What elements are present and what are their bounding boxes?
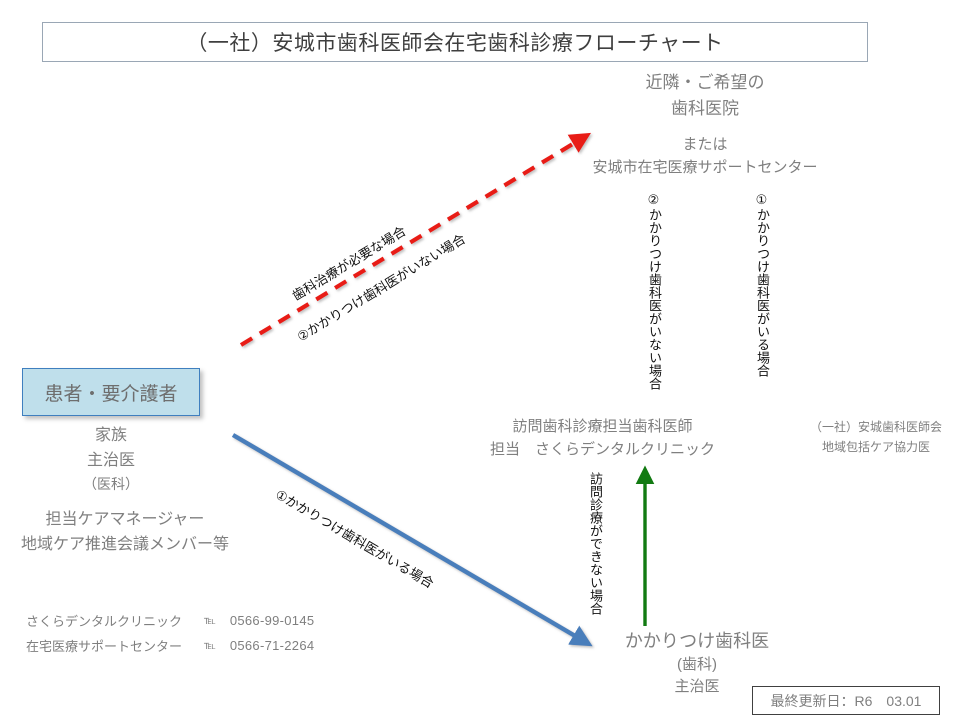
support-center-name: 安城市在宅医療サポートセンター: [592, 159, 818, 177]
node-dental-association: （一社）安城歯科医師会 地域包括ケア協力医: [798, 417, 954, 458]
edge-label-blue-vertical: ①かかりつけ歯科医がいる場合: [755, 193, 770, 377]
contact-list: さくらデンタルクリニック ℡ 0566-99-0145 在宅医療サポートセンター…: [26, 608, 314, 658]
edge-label-blue-diagonal: ①かかりつけ歯科医がいる場合: [272, 486, 437, 592]
red-diagonal-arrow: [239, 132, 592, 347]
node-home-dental-care: 訪問歯科診療担当歯科医師 担当 さくらデンタルクリニック: [485, 415, 720, 462]
edge-label-red-vertical: ②かかりつけ歯科医がいない場合: [647, 193, 662, 390]
nearby-clinic-line2: 歯科医院: [671, 99, 739, 119]
home-dental-assignee: 担当 さくらデンタルクリニック: [489, 441, 715, 459]
tel-icon: ℡: [204, 615, 216, 627]
association-role: 地域包括ケア協力医: [821, 440, 930, 455]
contact-name: さくらデンタルクリニック: [26, 614, 183, 629]
last-updated-text: 最終更新日：R6 03.01: [770, 692, 922, 709]
chart-title-box: （一社）安城市歯科医師会在宅歯科診療フローチャート: [42, 22, 868, 62]
node-patient-box: 患者・要介護者: [22, 368, 200, 416]
node-family-dentist: かかりつけ歯科医 (歯科) 主治医: [594, 628, 800, 698]
role-family: 家族: [94, 427, 127, 444]
role-primary-doctor-dept: （医科）: [83, 475, 139, 492]
last-updated-box: 最終更新日：R6 03.01: [752, 686, 940, 715]
page-title: （一社）安城市歯科医師会在宅歯科診療フローチャート: [186, 32, 724, 55]
association-name: （一社）安城歯科医師会: [809, 420, 942, 434]
tel-icon: ℡: [204, 640, 216, 652]
role-care-manager: 担当ケアマネージャー: [45, 511, 205, 528]
patient-related-roles-lower: 担当ケアマネージャー 地域ケア推進会議メンバー等: [0, 508, 250, 558]
contact-row: さくらデンタルクリニック ℡ 0566-99-0145: [26, 608, 314, 633]
patient-label: 患者・要介護者: [44, 383, 178, 405]
role-council-members: 地域ケア推進会議メンバー等: [20, 535, 229, 553]
contact-number: 0566-99-0145: [229, 613, 315, 628]
family-dentist-role: 主治医: [674, 677, 720, 695]
family-dentist-title: かかりつけ歯科医: [624, 631, 770, 651]
patient-related-roles-upper: 家族 主治医 （医科）: [30, 424, 192, 495]
family-dentist-dept: (歯科): [677, 656, 717, 674]
contact-number: 0566-71-2264: [229, 638, 315, 653]
nearby-clinic-line1: 近隣・ご希望の: [645, 73, 765, 92]
node-support-center: または 安城市在宅医療サポートセンター: [575, 133, 835, 180]
contact-name: 在宅医療サポートセンター: [26, 639, 183, 654]
support-center-or: または: [682, 136, 728, 153]
role-primary-doctor: 主治医: [86, 451, 135, 469]
edge-label-green-vertical: 訪問診療ができない場合: [588, 472, 603, 615]
home-dental-title: 訪問歯科診療担当歯科医師: [512, 418, 693, 435]
node-nearby-clinic: 近隣・ご希望の 歯科医院: [575, 70, 835, 123]
contact-row: 在宅医療サポートセンター ℡ 0566-71-2264: [26, 633, 314, 658]
